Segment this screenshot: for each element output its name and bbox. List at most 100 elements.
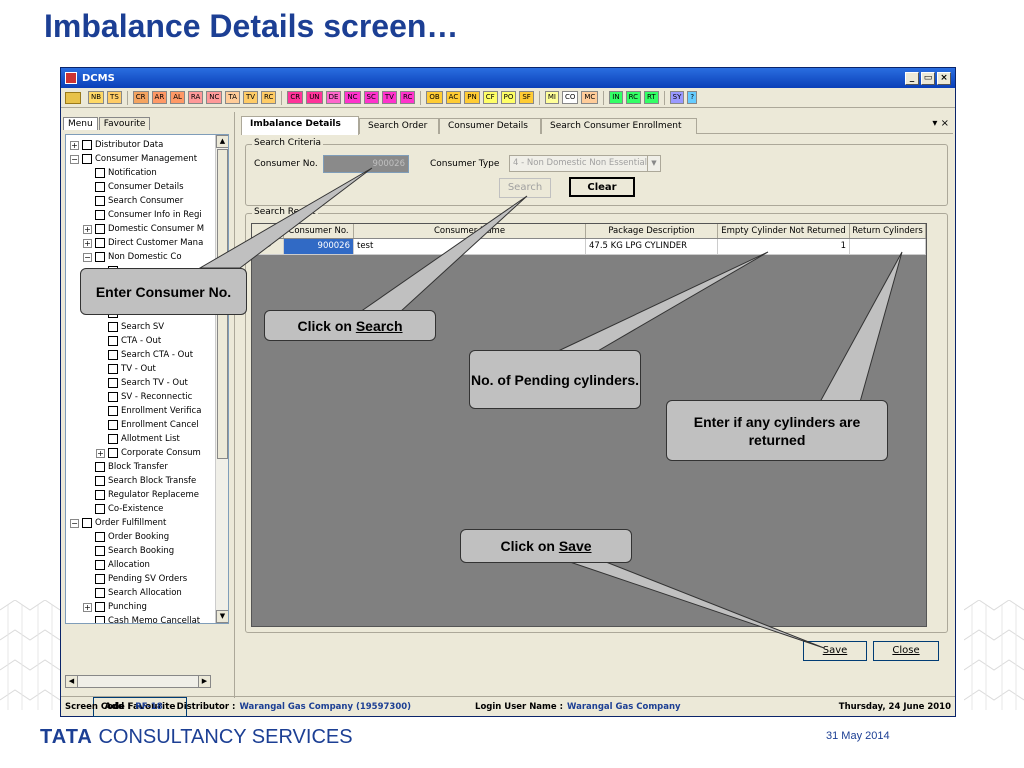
toolbar-button-cr[interactable]: CR	[287, 91, 304, 104]
tree-item[interactable]: −Order Fulfillment	[70, 516, 166, 530]
tree-item[interactable]: Allocation	[83, 558, 150, 572]
tree-item[interactable]: Search CTA - Out	[96, 348, 193, 362]
toolbar-button-rt[interactable]: RT	[644, 91, 659, 104]
tree-item[interactable]: Block Transfer	[83, 460, 168, 474]
tree-item[interactable]: SV - Reconnectic	[96, 390, 192, 404]
tree-checkbox[interactable]	[108, 378, 118, 388]
tab-search-order[interactable]: Search Order	[359, 118, 439, 134]
toolbar-button-co[interactable]: CO	[561, 91, 579, 104]
scroll-down-icon[interactable]: ▼	[216, 610, 228, 623]
tree-checkbox[interactable]	[95, 574, 105, 584]
tree-checkbox[interactable]	[108, 420, 118, 430]
toolbar-button-al[interactable]: AL	[170, 91, 185, 104]
tree-item[interactable]: +Distributor Data	[70, 138, 163, 152]
tree-checkbox[interactable]	[95, 560, 105, 570]
tree-checkbox[interactable]	[108, 392, 118, 402]
chevron-down-icon[interactable]: ▼	[647, 156, 660, 171]
toolbar-button-cr[interactable]: CR	[132, 91, 149, 104]
tree-checkbox[interactable]	[95, 210, 105, 220]
tree-checkbox[interactable]	[95, 588, 105, 598]
collapse-icon[interactable]: −	[70, 154, 79, 164]
tree-item[interactable]: Notification	[83, 166, 157, 180]
scroll-right-icon[interactable]: ▶	[198, 676, 210, 687]
close-button[interactable]: Close	[873, 641, 939, 661]
expand-icon[interactable]: +	[96, 448, 105, 458]
toolbar-button-un[interactable]: UN	[306, 91, 323, 104]
tree-checkbox[interactable]	[108, 364, 118, 374]
toolbar-button-mc[interactable]: MC	[581, 91, 599, 104]
save-button[interactable]: Save	[803, 641, 867, 661]
toolbar-button-sf[interactable]: SF	[519, 91, 534, 104]
toolbar-button-de[interactable]: DE	[325, 91, 342, 104]
tree-checkbox[interactable]	[108, 322, 118, 332]
tab-search-consumer-enrollment[interactable]: Search Consumer Enrollment	[541, 118, 697, 134]
tree-item[interactable]: Search TV - Out	[96, 376, 188, 390]
toolbar-button-sc[interactable]: SC	[363, 91, 379, 104]
tree-item[interactable]: Search Consumer	[83, 194, 183, 208]
toolbar-button-mi[interactable]: MI	[544, 91, 559, 104]
tree-checkbox[interactable]	[95, 462, 105, 472]
toolbar-button-help[interactable]: ?	[687, 91, 698, 104]
tree-checkbox[interactable]	[95, 476, 105, 486]
tree-checkbox[interactable]	[95, 238, 105, 248]
tree-item[interactable]: −Non Domestic Co	[83, 250, 182, 264]
toolbar-button-ob[interactable]: OB	[426, 91, 443, 104]
scroll-up-icon[interactable]: ▲	[216, 135, 228, 148]
tree-checkbox[interactable]	[95, 546, 105, 556]
toolbar-button-nc[interactable]: NC	[206, 91, 223, 104]
scroll-left-icon[interactable]: ◀	[66, 676, 78, 687]
tree-item[interactable]: Pending SV Orders	[83, 572, 187, 586]
toolbar-button-ts[interactable]: TS	[107, 91, 122, 104]
expand-icon[interactable]: +	[70, 140, 79, 150]
restore-button[interactable]: ▭	[921, 71, 935, 85]
toolbar-button-po[interactable]: PO	[500, 91, 517, 104]
tab-controls[interactable]: ▾ ×	[932, 118, 949, 129]
tree-checkbox[interactable]	[82, 154, 92, 164]
tree-item[interactable]: +Punching	[83, 600, 147, 614]
tree-item[interactable]: Search SV	[96, 320, 164, 334]
toolbar-button-in[interactable]: IN	[609, 91, 623, 104]
tree-item[interactable]: Enrollment Cancel	[96, 418, 199, 432]
tree-item[interactable]: Allotment List	[96, 432, 180, 446]
toolbar-button-cf[interactable]: CF	[482, 91, 498, 104]
tree-checkbox[interactable]	[95, 196, 105, 206]
expand-icon[interactable]: +	[83, 238, 92, 248]
tree-item[interactable]: +Domestic Consumer M	[83, 222, 204, 236]
tree-checkbox[interactable]	[108, 448, 118, 458]
close-window-button[interactable]: ×	[937, 71, 951, 85]
tree-item[interactable]: Regulator Replaceme	[83, 488, 199, 502]
col-return-cylinders[interactable]: Return Cylinders	[850, 224, 926, 238]
tree-checkbox[interactable]	[95, 490, 105, 500]
col-empty-cylinder-not-returned[interactable]: Empty Cylinder Not Returned	[718, 224, 850, 238]
tab-imbalance-details[interactable]: Imbalance Details	[241, 116, 359, 135]
return-cylinders-input[interactable]	[850, 239, 926, 254]
tree-checkbox[interactable]	[108, 336, 118, 346]
tree-item[interactable]: +Direct Customer Mana	[83, 236, 203, 250]
col-consumer-no[interactable]: Consumer No.	[284, 224, 354, 238]
consumer-type-select[interactable]: 4 - Non Domestic Non Essential ▼	[509, 155, 661, 172]
tab-favourite[interactable]: Favourite	[98, 117, 151, 130]
cell-consumer-name[interactable]: test	[354, 239, 586, 254]
tree-item[interactable]: CTA - Out	[96, 334, 161, 348]
toolbar-button-ta[interactable]: TA	[225, 91, 240, 104]
tree-checkbox[interactable]	[108, 406, 118, 416]
expand-icon[interactable]: +	[83, 602, 92, 612]
tree-checkbox[interactable]	[95, 252, 105, 262]
col-package-description[interactable]: Package Description	[586, 224, 718, 238]
collapse-icon[interactable]: −	[83, 252, 92, 262]
toolbar-button-sy[interactable]: SY	[669, 91, 685, 104]
cell-consumer-no[interactable]: 900026	[284, 239, 354, 254]
tree-checkbox[interactable]	[95, 532, 105, 542]
toolbar-button-rc[interactable]: RC	[261, 91, 277, 104]
add-favourite-button[interactable]: Add Favourite	[93, 697, 187, 717]
toolbar-button-ac[interactable]: AC	[445, 91, 462, 104]
toolbar-button-nb[interactable]: NB	[88, 91, 105, 104]
tab-menu[interactable]: Menu	[63, 117, 98, 130]
tree-item[interactable]: Consumer Info in Regi	[83, 208, 202, 222]
minimize-button[interactable]: _	[905, 71, 919, 85]
toolbar-button-rc[interactable]: RC	[625, 91, 641, 104]
expand-icon[interactable]: +	[83, 224, 92, 234]
tree-checkbox[interactable]	[95, 224, 105, 234]
tree-item[interactable]: Search Block Transfe	[83, 474, 196, 488]
col-consumer-name[interactable]: Consumer Name	[354, 224, 586, 238]
